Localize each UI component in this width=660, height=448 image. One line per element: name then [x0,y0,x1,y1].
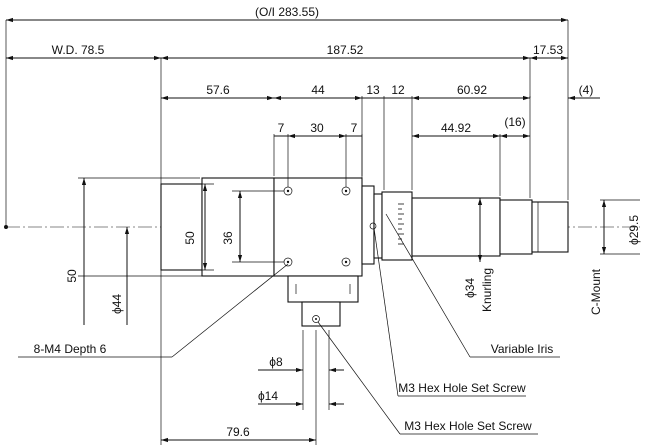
dim-57-6: 57.6 [206,83,230,97]
dim-height-36: 36 [221,231,235,245]
iris-housing [361,185,375,265]
dim-79-6: 79.6 [226,425,250,439]
iris-ring [381,191,413,261]
coaxial-tube-body [201,177,275,277]
c-mount-flange [531,201,569,253]
label-c-mount: C-Mount [589,268,603,315]
dim-diameter-8: ϕ8 [269,355,283,369]
dim-44: 44 [311,83,325,97]
dim-height-50-outer: 50 [65,269,79,283]
iris-ring-base [373,193,383,259]
dim-total-length: 187.52 [327,43,364,57]
dim-diameter-34: ϕ34 [463,278,477,298]
dim-7-right: 7 [351,121,358,135]
object-point [4,225,8,229]
dim-working-distance: W.D. 78.5 [52,43,105,57]
dim-diameter-14: ϕ14 [258,389,278,403]
dim-oi: (O/I 283.55) [255,5,319,19]
dim-16: (16) [504,115,525,129]
rear-barrel [411,197,501,257]
dim-44-92: 44.92 [441,121,471,135]
iris-scale [398,203,404,245]
light-guide-adapter [301,301,341,327]
front-barrel [160,183,203,271]
dim-height-50-inner: 50 [183,231,197,245]
dim-diameter-29-5: ϕ29.5 [627,215,641,245]
label-knurling: Knurling [480,268,494,312]
dim-30: 30 [310,121,324,135]
dim-12: 12 [391,83,405,97]
dim-60-92: 60.92 [457,83,487,97]
dim-diameter-44: ϕ44 [110,294,124,314]
callout-tapped-holes: 8-M4 Depth 6 [34,342,107,356]
callout-set-screw-2: M3 Hex Hole Set Screw [404,419,532,433]
callout-variable-iris: Variable Iris [491,342,553,356]
dimension-lines [6,17,607,443]
dim-4: (4) [579,83,594,97]
dim-13: 13 [366,83,380,97]
callout-set-screw-1: M3 Hex Hole Set Screw [398,381,526,395]
rear-step [499,199,533,255]
dim-7-left: 7 [278,121,285,135]
leader-lines [18,213,560,435]
extension-lines [5,20,640,445]
dim-cmount-length: 17.53 [533,43,563,57]
illumination-port [287,275,359,303]
